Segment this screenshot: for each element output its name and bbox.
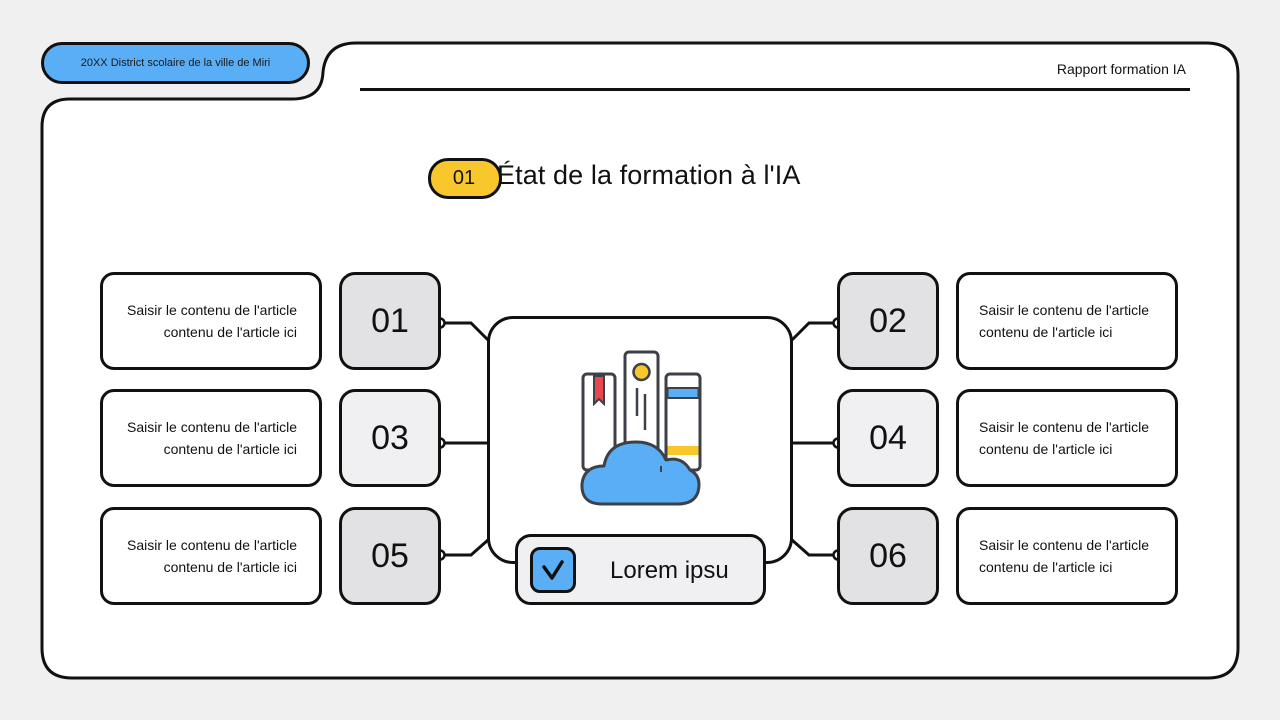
item-number: 04 (869, 418, 907, 457)
item-text-line: contenu de l'article ici (979, 559, 1113, 575)
item-text-card-03: Saisir le contenu de l'article contenu de… (100, 389, 322, 487)
item-text-line: contenu de l'article ici (163, 324, 297, 340)
report-title: Rapport formation IA (1056, 61, 1186, 77)
item-number: 05 (371, 536, 409, 575)
item-text-card-01: Saisir le contenu de l'article contenu de… (100, 272, 322, 370)
item-text-line: Saisir le contenu de l'article (127, 537, 297, 553)
item-number-box-05: 05 (339, 507, 441, 605)
item-text-line: contenu de l'article ici (163, 559, 297, 575)
item-number-box-06: 06 (837, 507, 939, 605)
item-number: 03 (371, 418, 409, 457)
item-text-line: Saisir le contenu de l'article (979, 537, 1149, 553)
item-number-box-01: 01 (339, 272, 441, 370)
checkbox[interactable] (530, 547, 576, 593)
section-title: État de la formation à l'IA (497, 160, 801, 190)
district-label-pill: 20XX District scolaire de la ville de Mi… (41, 42, 310, 84)
header-divider (360, 88, 1190, 91)
item-text-line: contenu de l'article ici (163, 441, 297, 457)
books-cloud-icon (580, 350, 702, 506)
item-text-card-06: Saisir le contenu de l'article contenu de… (956, 507, 1178, 605)
item-text-card-04: Saisir le contenu de l'article contenu de… (956, 389, 1178, 487)
section-number: 01 (452, 167, 476, 189)
lorem-button[interactable]: Lorem ipsu (515, 534, 766, 605)
lorem-label: Lorem ipsu (610, 557, 729, 584)
district-label: 20XX District scolaire de la ville de Mi… (80, 57, 271, 69)
checkmark-icon (542, 560, 564, 580)
item-number-box-04: 04 (837, 389, 939, 487)
item-text-card-02: Saisir le contenu de l'article contenu de… (956, 272, 1178, 370)
item-number: 02 (869, 301, 907, 340)
item-text-line: Saisir le contenu de l'article (127, 419, 297, 435)
item-text-line: contenu de l'article ici (979, 324, 1113, 340)
item-text-line: contenu de l'article ici (979, 441, 1113, 457)
item-number-box-03: 03 (339, 389, 441, 487)
item-number: 01 (371, 301, 409, 340)
section-number-badge: 01 (428, 158, 502, 199)
item-number: 06 (869, 536, 907, 575)
item-text-line: Saisir le contenu de l'article (979, 302, 1149, 318)
left-connectors (440, 321, 490, 557)
right-connectors (790, 321, 838, 557)
item-text-line: Saisir le contenu de l'article (127, 302, 297, 318)
item-text-card-05: Saisir le contenu de l'article contenu de… (100, 507, 322, 605)
item-text-line: Saisir le contenu de l'article (979, 419, 1149, 435)
item-number-box-02: 02 (837, 272, 939, 370)
